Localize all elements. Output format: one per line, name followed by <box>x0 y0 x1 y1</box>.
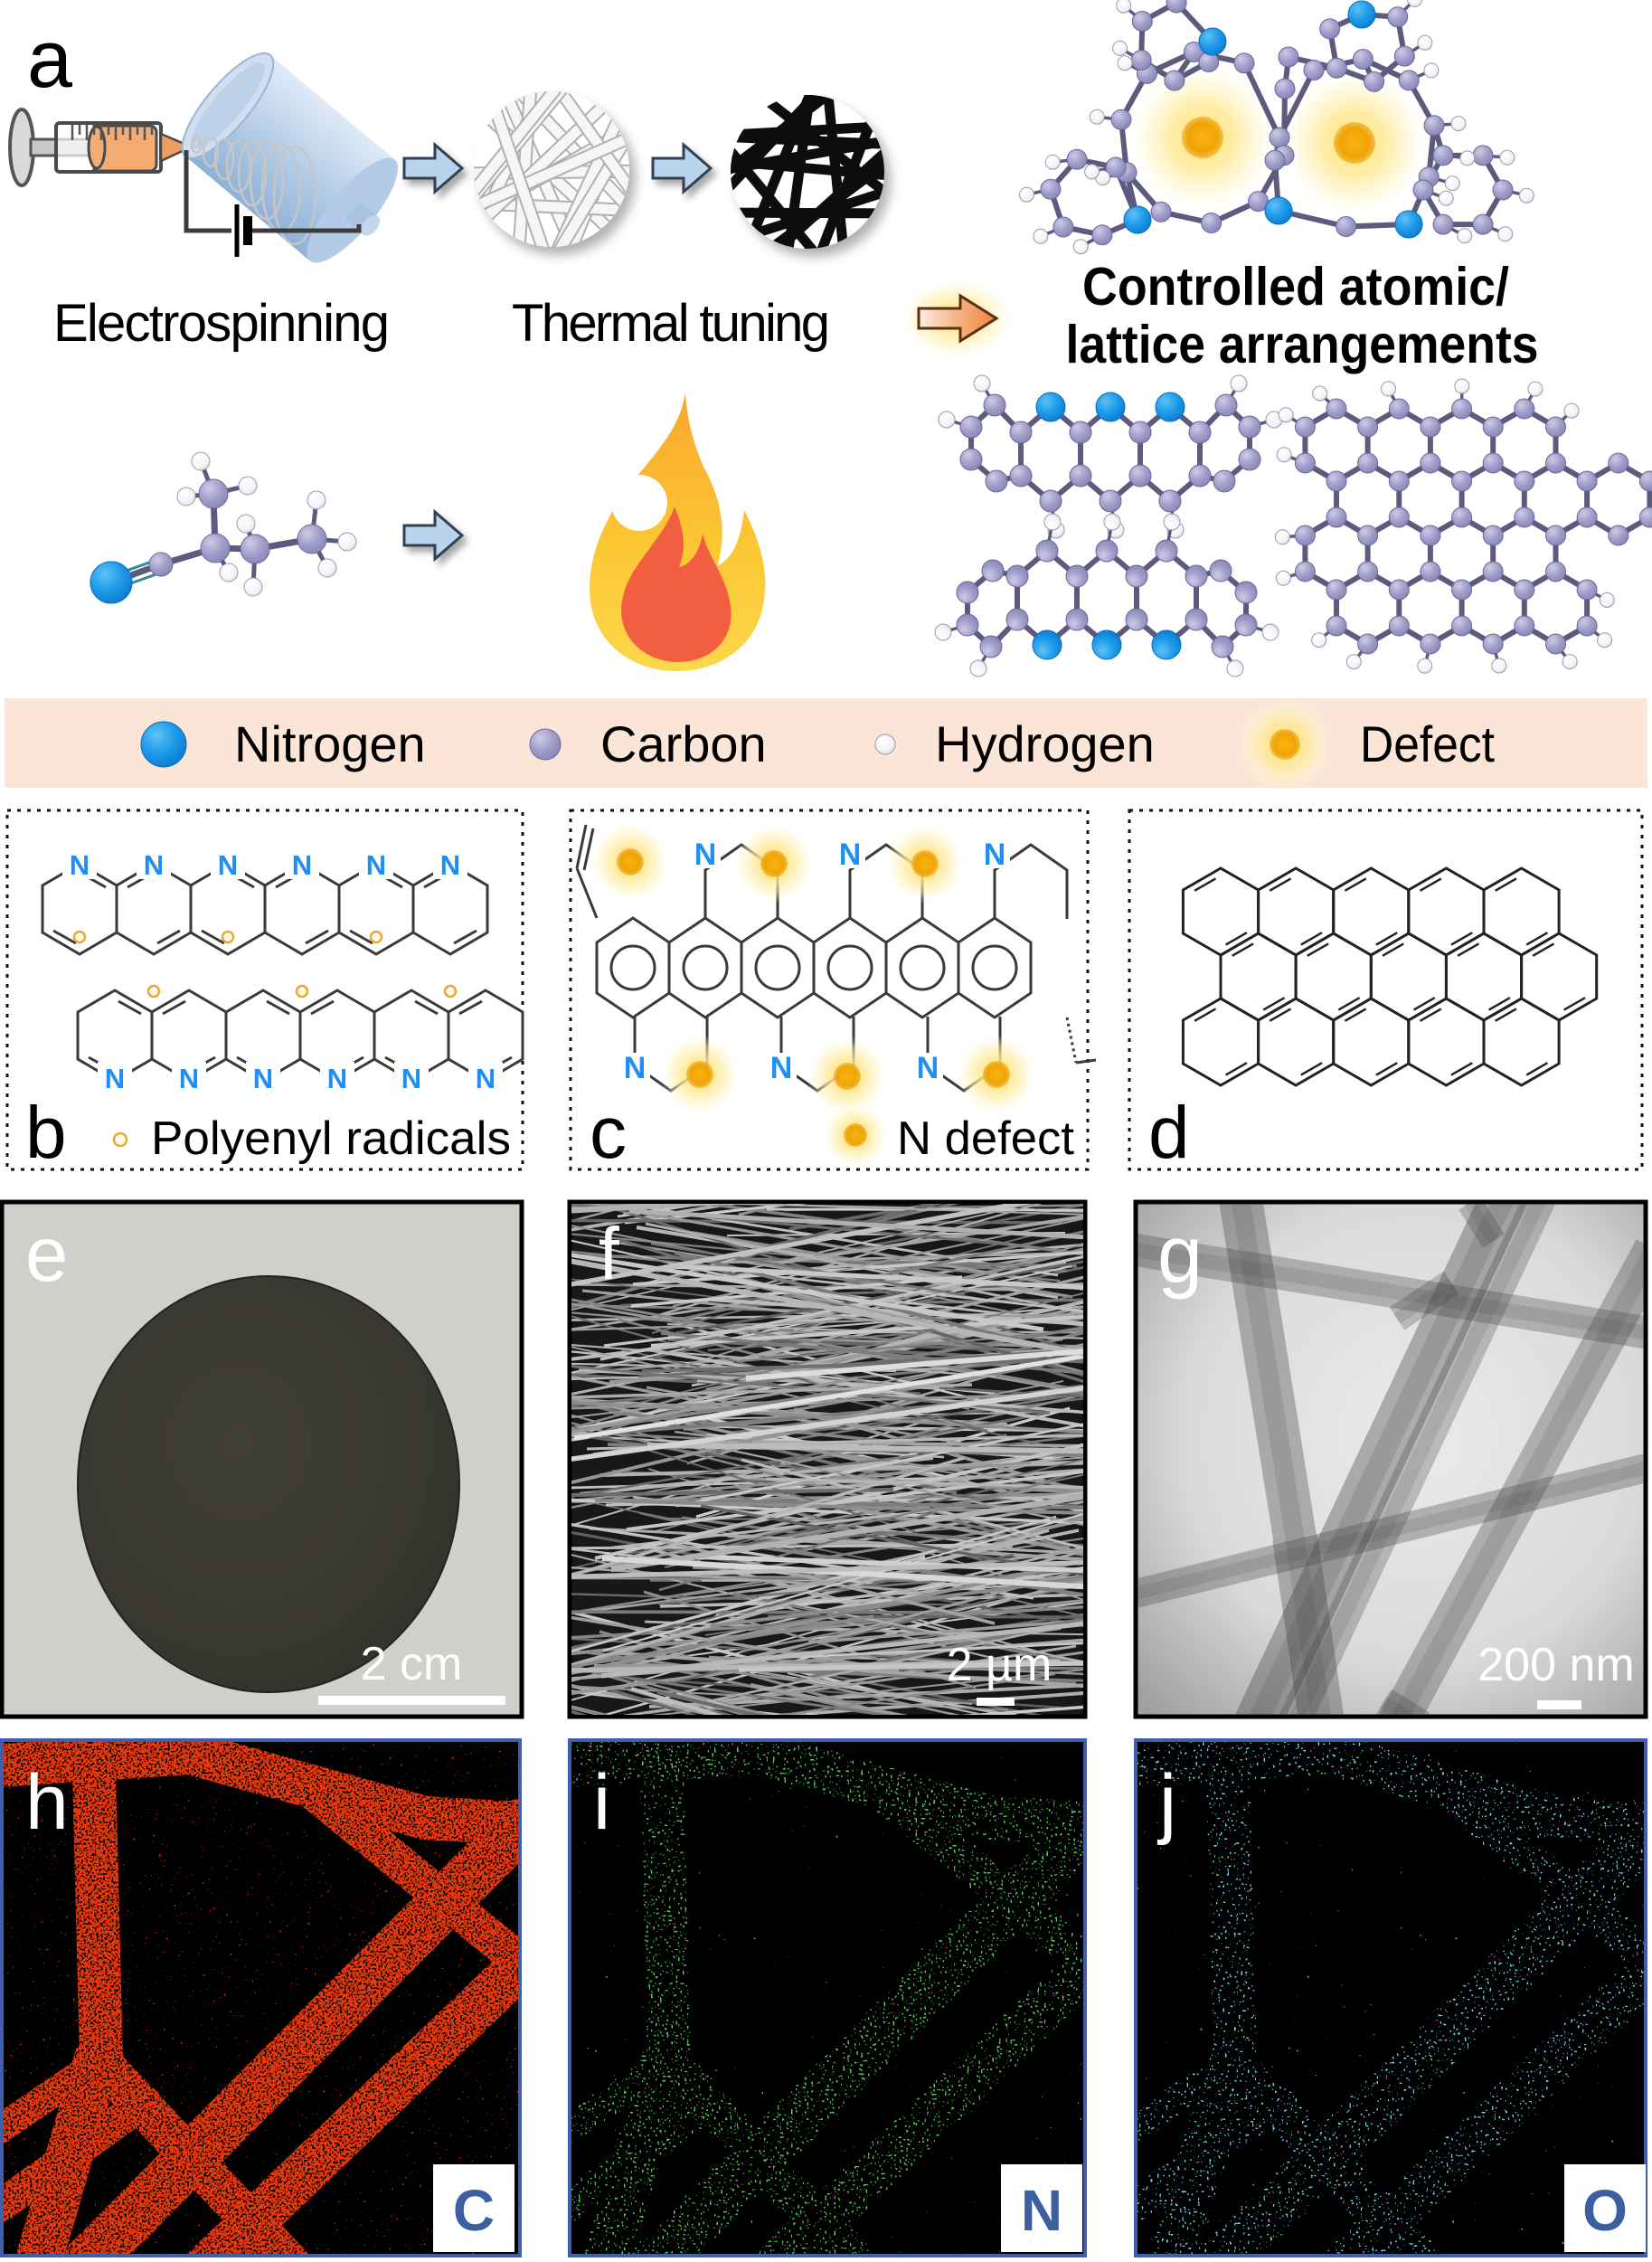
svg-text:Polyenyl radicals: Polyenyl radicals <box>151 1112 511 1165</box>
svg-text:N: N <box>144 849 164 881</box>
svg-text:O: O <box>1582 2178 1628 2243</box>
svg-text:d: d <box>1148 1092 1190 1174</box>
svg-text:Controlled atomic/: Controlled atomic/ <box>1082 257 1509 317</box>
svg-text:b: b <box>25 1092 67 1174</box>
svg-text:Hydrogen: Hydrogen <box>935 715 1155 772</box>
svg-text:N: N <box>917 1051 939 1085</box>
svg-text:Defect: Defect <box>1360 715 1495 772</box>
svg-text:N: N <box>476 1063 496 1094</box>
svg-text:Electrospinning: Electrospinning <box>53 294 390 353</box>
svg-text:N: N <box>624 1051 647 1085</box>
svg-text:N: N <box>253 1063 273 1094</box>
svg-text:2 cm: 2 cm <box>361 1638 463 1690</box>
svg-text:f: f <box>599 1213 619 1295</box>
svg-text:N: N <box>770 1051 793 1085</box>
svg-text:N: N <box>105 1063 125 1094</box>
svg-text:N: N <box>440 849 460 881</box>
svg-text:N: N <box>179 1063 199 1094</box>
svg-text:N: N <box>366 849 386 881</box>
svg-text:N defect: N defect <box>897 1112 1075 1165</box>
svg-text:2 µm: 2 µm <box>947 1639 1053 1691</box>
svg-text:a: a <box>27 14 73 105</box>
svg-text:N: N <box>694 838 717 872</box>
svg-text:N: N <box>70 849 90 881</box>
svg-text:N: N <box>292 849 312 881</box>
svg-text:e: e <box>25 1212 68 1298</box>
svg-text:c: c <box>590 1092 627 1174</box>
svg-text:Thermal tuning: Thermal tuning <box>512 294 830 353</box>
svg-text:N: N <box>839 838 862 872</box>
svg-text:N: N <box>984 838 1006 872</box>
svg-text:N: N <box>327 1063 347 1094</box>
svg-text:C: C <box>453 2178 495 2243</box>
svg-text:g: g <box>1157 1210 1203 1301</box>
svg-text:Carbon: Carbon <box>600 715 767 772</box>
svg-text:h: h <box>25 1759 69 1846</box>
svg-text:lattice arrangements: lattice arrangements <box>1066 315 1539 374</box>
svg-text:N: N <box>401 1063 421 1094</box>
svg-text:j: j <box>1156 1759 1176 1846</box>
svg-text:Nitrogen: Nitrogen <box>234 715 426 772</box>
svg-text:200 nm: 200 nm <box>1477 1639 1634 1691</box>
svg-text:N: N <box>218 849 238 881</box>
svg-text:i: i <box>593 1759 610 1846</box>
svg-text:N: N <box>1021 2178 1062 2243</box>
